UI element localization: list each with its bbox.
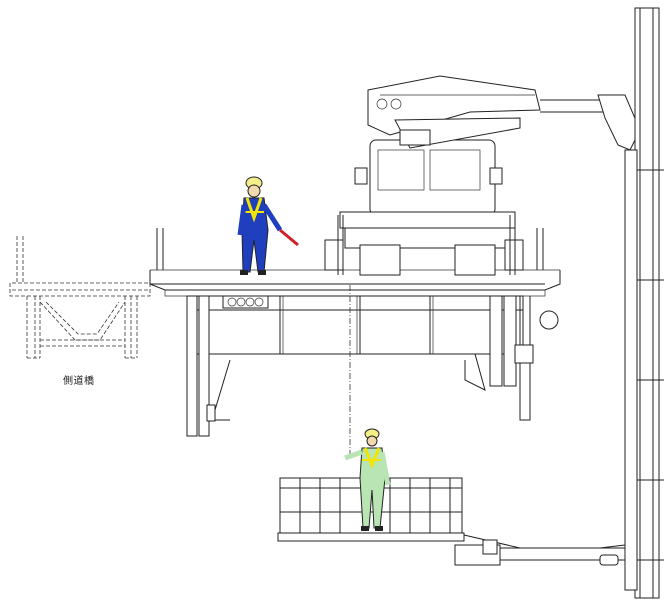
- steel-girder-icon: [186, 295, 559, 437]
- side-bridge-girder-icon: [9, 236, 151, 359]
- platform-worker-icon: [344, 428, 391, 531]
- bridge-inspection-truck-icon: [324, 75, 641, 276]
- bridge-pier-icon: [624, 7, 664, 599]
- signal-worker-icon: [237, 176, 299, 275]
- side-bridge-label: 側道橋: [63, 376, 95, 387]
- aerial-work-platform-icon: [277, 477, 626, 566]
